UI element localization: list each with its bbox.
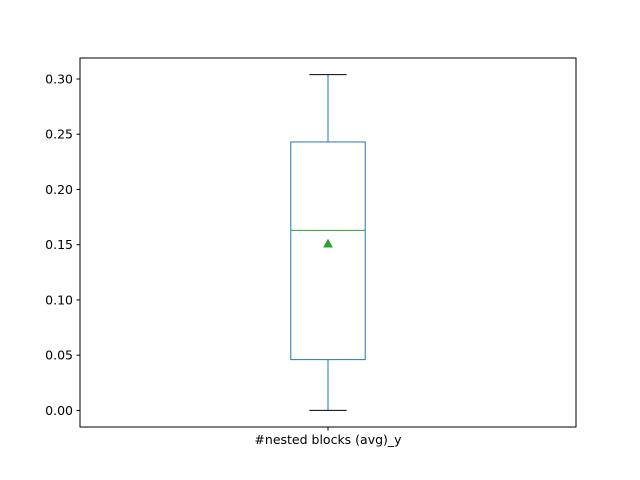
- box-group: [290, 74, 366, 411]
- x-tick-label: #nested blocks (avg)_y: [254, 432, 402, 447]
- y-tick-label: 0.25: [45, 127, 73, 142]
- y-tick-label: 0.10: [45, 292, 73, 307]
- y-tick-label: 0.30: [45, 71, 73, 86]
- mean-marker: [323, 238, 333, 248]
- y-tick-label: 0.15: [45, 237, 73, 252]
- y-axis-ticks: 0.00 0.05 0.10 0.15 0.20 0.25 0.30: [45, 71, 80, 418]
- y-tick-label: 0.05: [45, 348, 73, 363]
- y-tick-label: 0.20: [45, 182, 73, 197]
- axes-frame: [79, 57, 577, 428]
- y-tick-label: 0.00: [45, 403, 73, 418]
- x-axis-tick-labels: #nested blocks (avg)_y: [254, 427, 402, 447]
- iqr-box: [290, 141, 366, 361]
